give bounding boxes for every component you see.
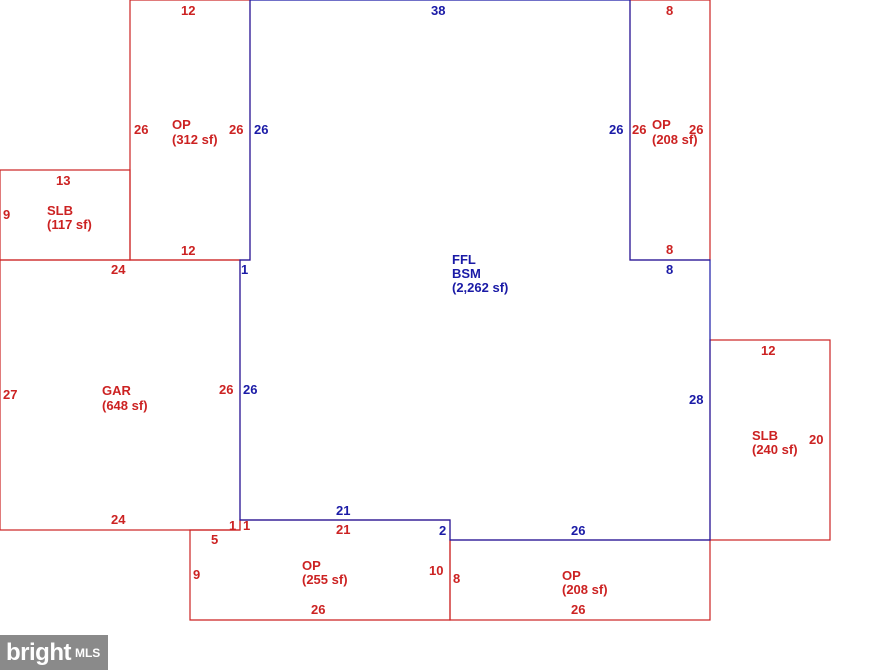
dim-main-right-step: 8 — [666, 262, 673, 277]
dim-op-br-left: 8 — [453, 571, 460, 586]
dim-op-bl-right: 10 — [429, 563, 443, 578]
dim-gar-left: 27 — [3, 387, 17, 402]
dim-op-tl-top: 12 — [181, 3, 195, 18]
room-op-top-left-name: OP — [172, 117, 191, 132]
dim-op-bl-a: 1 — [229, 518, 236, 533]
logo-brand: bright — [6, 638, 71, 666]
room-main-area: (2,262 sf) — [452, 280, 508, 295]
room-slb-left-area: (117 sf) — [47, 217, 92, 232]
room-slb-right-area: (240 sf) — [752, 442, 798, 457]
dim-gar-top: 24 — [111, 262, 126, 277]
dim-main-bottom-left: 21 — [336, 503, 350, 518]
dim-gar-bottom: 24 — [111, 512, 126, 527]
dim-slb-l-top: 13 — [56, 173, 70, 188]
dim-main-right-upper: 26 — [609, 122, 623, 137]
dim-op-bl-top: 21 — [336, 522, 350, 537]
room-op-bottom-right-area: (208 sf) — [562, 582, 608, 597]
dim-op-tr-left: 26 — [632, 122, 646, 137]
dim-op-tl-right: 26 — [229, 122, 243, 137]
dim-main-top: 38 — [431, 3, 445, 18]
room-garage-area: (648 sf) — [102, 398, 148, 413]
bright-mls-logo: bright MLS — [0, 635, 108, 670]
dim-op-tl-bottom: 12 — [181, 243, 195, 258]
dim-op-tr-right: 26 — [689, 122, 703, 137]
room-main-name-2: BSM — [452, 266, 481, 281]
room-slb-right-name: SLB — [752, 428, 778, 443]
room-garage-name: GAR — [102, 383, 132, 398]
room-main-name-1: FFL — [452, 252, 476, 267]
dim-gar-right: 26 — [219, 382, 233, 397]
dim-op-tr-top: 8 — [666, 3, 673, 18]
main-ffl-outline — [239, 0, 711, 541]
dim-slb-l-left: 9 — [3, 207, 10, 222]
dim-op-br-bottom: 26 — [571, 602, 585, 617]
red-outlines — [0, 0, 831, 621]
dim-slb-r-right: 20 — [809, 432, 823, 447]
room-op-top-left-area: (312 sf) — [172, 132, 218, 147]
logo-suffix: MLS — [74, 645, 101, 660]
room-op-bottom-left-name: OP — [302, 558, 321, 573]
dim-main-bottom-step: 2 — [439, 523, 446, 538]
dim-op-bl-left: 9 — [193, 567, 200, 582]
dim-op-bl-b: 1 — [243, 518, 250, 533]
dim-op-bl-bottom: 26 — [311, 602, 325, 617]
dim-op-tl-left: 26 — [134, 122, 148, 137]
dim-main-right-lower: 28 — [689, 392, 703, 407]
dim-main-notch: 1 — [241, 262, 248, 277]
dim-op-bl-corner: 5 — [211, 532, 218, 547]
dim-op-tr-bottom: 8 — [666, 242, 673, 257]
dim-main-bottom-right: 26 — [571, 523, 585, 538]
room-slb-left-name: SLB — [47, 203, 73, 218]
dim-main-left-upper: 26 — [254, 122, 268, 137]
dim-slb-r-top: 12 — [761, 343, 775, 358]
room-op-bottom-left-area: (255 sf) — [302, 572, 348, 587]
dim-main-left-lower: 26 — [243, 382, 257, 397]
room-op-bottom-right-name: OP — [562, 568, 581, 583]
room-op-top-right-name: OP — [652, 117, 671, 132]
room-op-top-right-area: (208 sf) — [652, 132, 698, 147]
